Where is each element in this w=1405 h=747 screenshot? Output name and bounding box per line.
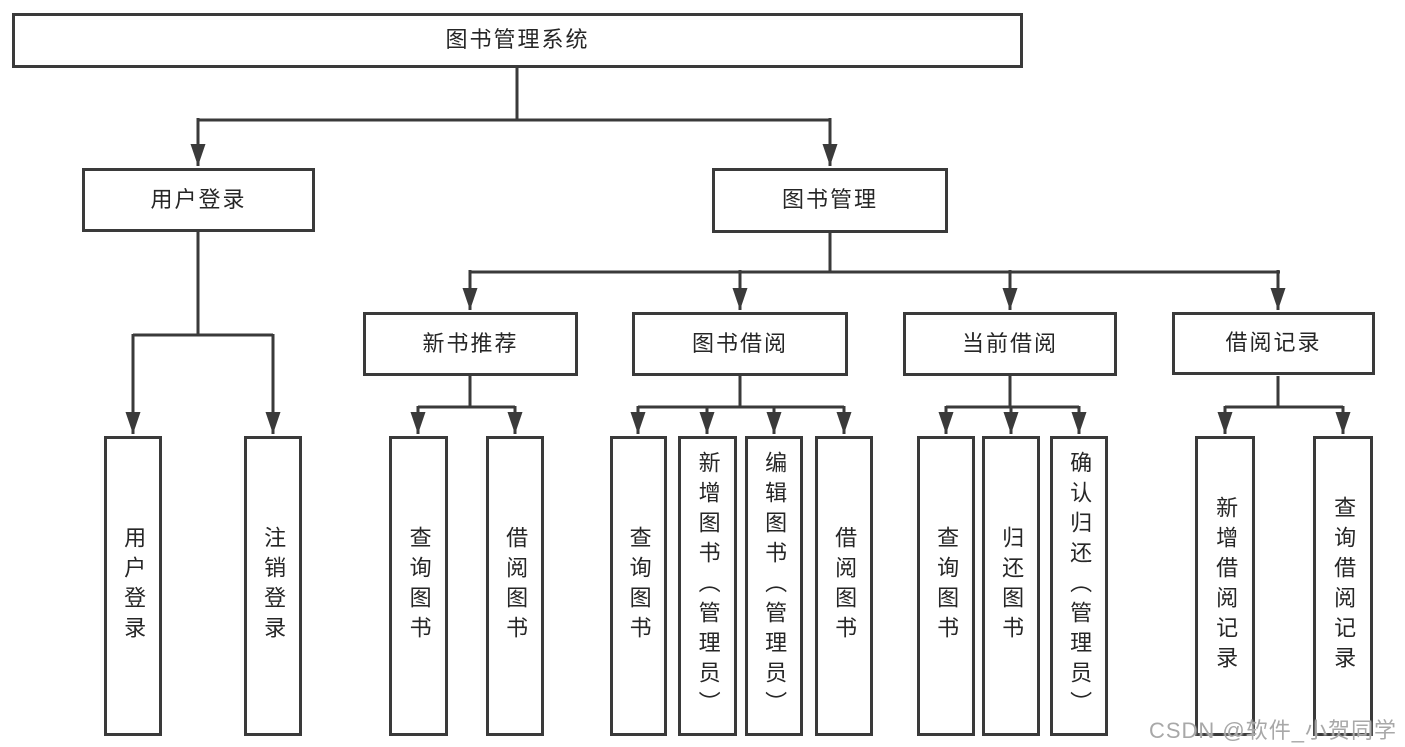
node-new-book-recommend: 新书推荐 bbox=[363, 312, 578, 376]
leaf-records-add-record: 新增借阅记录 bbox=[1195, 436, 1255, 736]
node-current-borrowing: 当前借阅 bbox=[903, 312, 1117, 376]
leaf-borrow-query-books: 查询图书 bbox=[610, 436, 667, 736]
tree-branch-segments bbox=[133, 68, 1343, 409]
leaf-borrow-borrow-books: 借阅图书 bbox=[815, 436, 873, 736]
leaf-current-return-books: 归还图书 bbox=[982, 436, 1040, 736]
leaf-newrec-query-books: 查询图书 bbox=[389, 436, 448, 736]
leaf-logout: 注销登录 bbox=[244, 436, 302, 736]
leaf-current-query-books: 查询图书 bbox=[917, 436, 975, 736]
leaf-borrow-edit-books-admin: 编辑图书（管理员） bbox=[745, 436, 803, 736]
leaf-user-login: 用户登录 bbox=[104, 436, 162, 736]
node-book-management: 图书管理 bbox=[712, 168, 948, 233]
arrow-connectors bbox=[125, 118, 1351, 434]
leaf-current-confirm-return-admin: 确认归还（管理员） bbox=[1050, 436, 1108, 736]
node-user-login: 用户登录 bbox=[82, 168, 315, 232]
leaf-records-query-record: 查询借阅记录 bbox=[1313, 436, 1373, 736]
watermark: CSDN @软件_小贺同学 bbox=[1148, 718, 1397, 743]
node-book-borrowing: 图书借阅 bbox=[632, 312, 848, 376]
leaf-borrow-add-books-admin: 新增图书（管理员） bbox=[678, 436, 737, 736]
node-borrow-records: 借阅记录 bbox=[1172, 312, 1375, 375]
node-root: 图书管理系统 bbox=[12, 13, 1023, 68]
leaf-newrec-borrow-books: 借阅图书 bbox=[486, 436, 544, 736]
